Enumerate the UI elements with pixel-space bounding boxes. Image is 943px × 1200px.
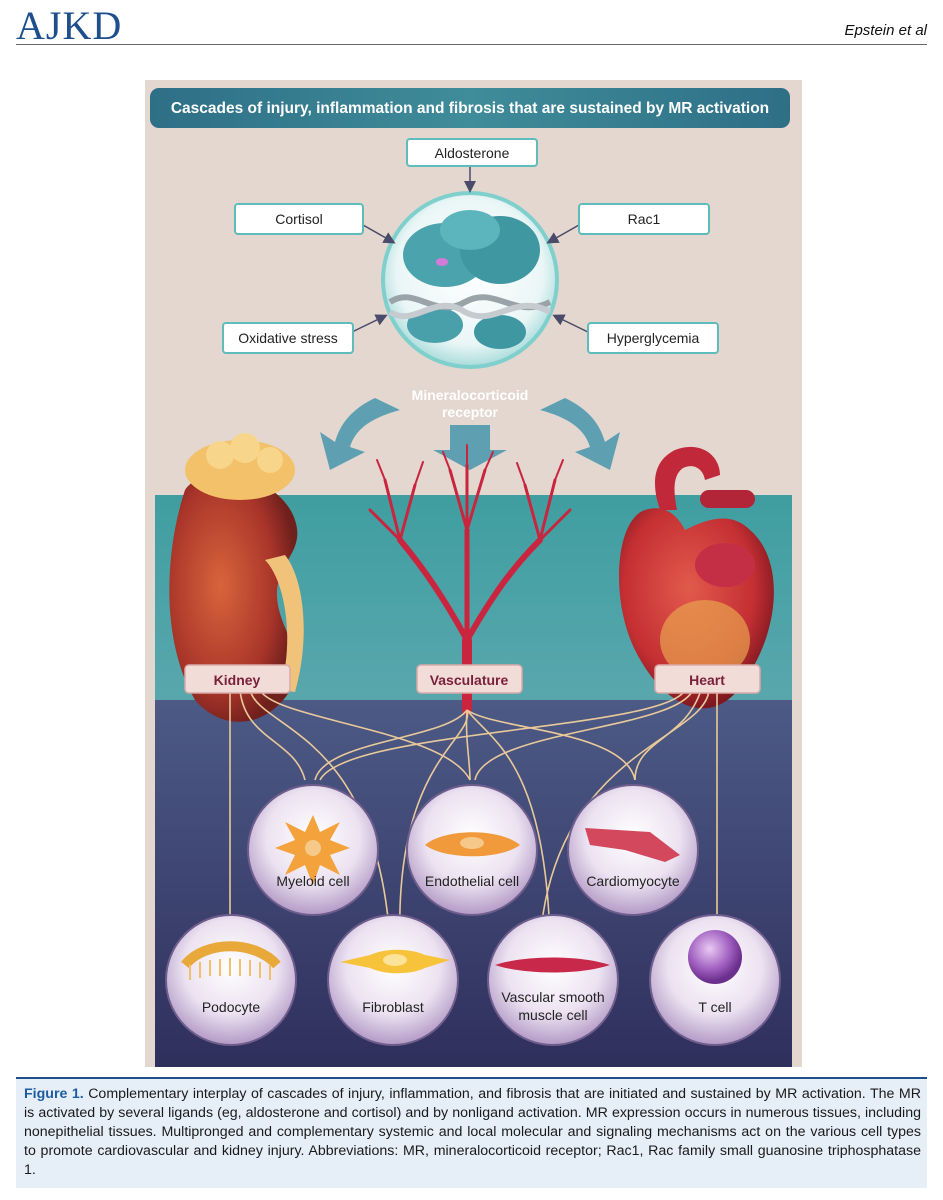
journal-logo: AJKD xyxy=(16,3,123,48)
receptor-label-line2: receptor xyxy=(442,404,499,420)
figure-caption: Figure 1. Complementary interplay of cas… xyxy=(16,1077,927,1188)
cell-t-cell: T cell xyxy=(649,914,781,1046)
cell-label-endothelial: Endothelial cell xyxy=(425,873,519,889)
svg-text:Vasculature: Vasculature xyxy=(430,672,509,688)
running-header-authors: Epstein et al xyxy=(844,22,927,39)
cell-label-vsmc-line1: Vascular smooth xyxy=(501,989,604,1005)
ligand-arrows xyxy=(349,166,591,334)
organ-label-vasculature: Vasculature xyxy=(416,664,523,694)
cell-label-podocyte: Podocyte xyxy=(202,999,261,1015)
ligand-cortisol: Cortisol xyxy=(234,203,364,235)
ligand-aldosterone: Aldosterone xyxy=(406,138,538,167)
kidney-illustration xyxy=(169,433,304,722)
organ-label-kidney: Kidney xyxy=(184,664,291,694)
cell-cardiomyocyte: Cardiomyocyte xyxy=(567,784,699,916)
organ-to-cell-connectors xyxy=(229,689,718,941)
figure-illustration: Cascades of injury, inflammation and fib… xyxy=(150,88,792,1067)
figure-panel: Cascades of injury, inflammation and fib… xyxy=(145,80,802,1067)
cell-label-cardiomyocyte: Cardiomyocyte xyxy=(586,873,680,889)
cell-label-vsmc-line2: muscle cell xyxy=(518,1007,587,1023)
svg-text:Kidney: Kidney xyxy=(214,672,261,688)
receptor-label-line1: Mineralocorticoid xyxy=(412,387,529,403)
svg-text:Oxidative stress: Oxidative stress xyxy=(238,330,338,346)
svg-text:Cortisol: Cortisol xyxy=(275,211,322,227)
caption-text: Complementary interplay of cascades of i… xyxy=(24,1086,921,1178)
figure-title: Cascades of injury, inflammation and fib… xyxy=(171,100,769,117)
svg-text:Hyperglycemia: Hyperglycemia xyxy=(607,330,700,346)
cell-endothelial: Endothelial cell xyxy=(406,784,538,916)
svg-text:Heart: Heart xyxy=(689,672,725,688)
cell-podocyte: Podocyte xyxy=(165,914,297,1046)
cell-vascular-smooth-muscle: Vascular smooth muscle cell xyxy=(487,914,619,1046)
caption-label: Figure 1. xyxy=(24,1086,84,1102)
cell-myeloid: Myeloid cell xyxy=(247,784,379,916)
cell-label-fibroblast: Fibroblast xyxy=(362,999,424,1015)
organ-label-heart: Heart xyxy=(654,664,761,694)
ligand-oxidative-stress: Oxidative stress xyxy=(222,322,354,354)
svg-text:Aldosterone: Aldosterone xyxy=(435,145,510,161)
svg-text:Rac1: Rac1 xyxy=(628,211,661,227)
ligand-hyperglycemia: Hyperglycemia xyxy=(587,322,719,354)
header-divider xyxy=(16,44,927,45)
ligand-rac1: Rac1 xyxy=(578,203,710,235)
cell-fibroblast: Fibroblast xyxy=(327,914,459,1046)
heart-illustration xyxy=(618,446,774,709)
mineralocorticoid-receptor-illustration xyxy=(381,191,559,369)
organ-arrows xyxy=(320,398,620,470)
figure-title-bar: Cascades of injury, inflammation and fib… xyxy=(150,88,790,128)
cell-label-myeloid: Myeloid cell xyxy=(276,873,349,889)
cell-label-t-cell: T cell xyxy=(698,999,731,1015)
